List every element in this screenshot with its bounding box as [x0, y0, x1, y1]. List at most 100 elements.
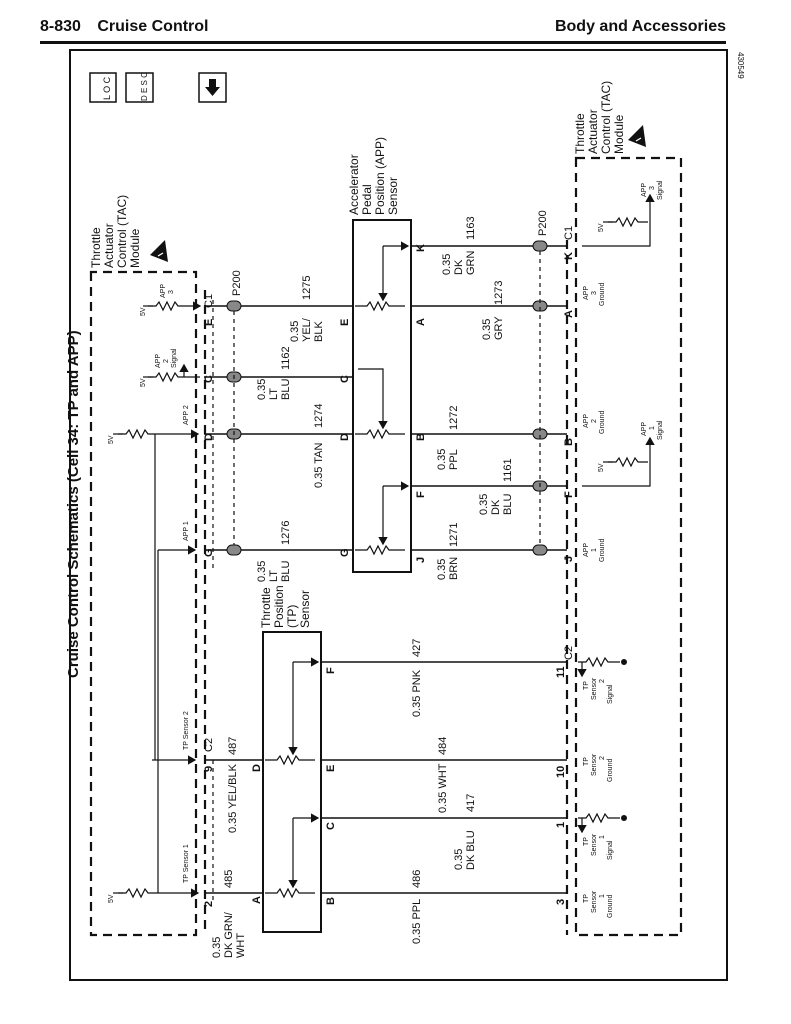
circuit-number: 485 [223, 870, 235, 888]
wire-gauge: 0.35 [436, 449, 448, 470]
internal-label: 3 [591, 291, 598, 295]
internal-label: Ground [599, 539, 606, 562]
internal-label: Sensor [591, 890, 598, 913]
wire-color: BRN [448, 557, 460, 580]
p200-splices-left: P200 [226, 270, 243, 556]
p200-splice [532, 240, 548, 252]
pin-label: B [563, 438, 575, 446]
diagram-title: Cruise Control Schematics (Cell 34: TP a… [65, 330, 82, 678]
p200-splices-right: P200 [532, 210, 549, 556]
internal-label: 2 [591, 419, 598, 423]
wire-color: BLU [502, 494, 514, 515]
app-pot-2 [355, 368, 405, 440]
tp-sensor-label: Throttle Position (TP) Sensor [259, 585, 312, 628]
pin-label: E [203, 319, 215, 326]
app-sensor-label-line: Sensor [386, 177, 400, 215]
wire-color: LT [268, 388, 280, 400]
wire-gauge: 0.35 [481, 319, 493, 340]
pin-label: B [415, 433, 427, 441]
internal-label: 2 [599, 756, 606, 760]
tac-left-label-line: Control (TAC) [115, 195, 129, 268]
wire-gauge: 0.35 [256, 379, 268, 400]
wire-color: GRY [493, 316, 505, 340]
pin-label: D [251, 764, 263, 772]
connector-c2-right: C2 [563, 646, 575, 660]
internal-label: APP [641, 183, 648, 197]
internal-label: Signal [171, 348, 178, 368]
wire-color: PPL [448, 449, 460, 470]
connector-c2-left: C2 [203, 738, 215, 752]
wire-gauge: 0.35 [478, 494, 490, 515]
supply-5v-label: 5V [108, 435, 115, 444]
pin-label: C [203, 375, 215, 383]
pin-label: F [563, 491, 575, 498]
supply-5v-label: 5V [598, 463, 605, 472]
wire-label: 0.35 YEL/BLK [227, 763, 239, 833]
header-rule [40, 41, 726, 44]
pin-label: F [325, 667, 337, 674]
wire-color: DK GRN/ [223, 911, 235, 958]
pin-labels: E C D G 9 2 E C D G K A B F J K A B F J … [203, 244, 575, 907]
circuit-number: 1161 [502, 458, 514, 482]
internal-label: Sensor [591, 753, 598, 776]
tac-module-right-label: Throttle Actuator Control (TAC) Module [573, 81, 626, 154]
wire-color: YEL/ [301, 317, 313, 342]
circuit-number: 1274 [313, 404, 325, 428]
page-number: 8-830 [40, 18, 81, 35]
tac-module-right-outline [574, 156, 683, 937]
wire-color: BLK [313, 321, 325, 342]
internal-label: APP [583, 543, 590, 557]
internal-label: TP [583, 894, 590, 903]
wire-label: 0.35 PNK [411, 669, 423, 717]
loc-icon[interactable]: L O C [89, 72, 117, 103]
splice-label-right: P200 [537, 210, 549, 236]
internal-label: Sensor [591, 677, 598, 700]
pin-label: A [415, 318, 427, 326]
wire-gauge: 0.35 [441, 254, 453, 275]
tac-left-label-line: Actuator [102, 223, 116, 268]
tp-sensor-label-line: Position [272, 585, 286, 628]
pin-label: G [203, 548, 215, 557]
right-internal-tp1-signal: TP Sensor 1 Signal [577, 812, 627, 860]
internal-label: Sensor [591, 833, 598, 856]
internal-label: TP [583, 681, 590, 690]
app-sensor-box [352, 219, 412, 573]
loc-icon-label: L O C [102, 76, 112, 100]
wire-labels-tp: 0.35 YEL/BLK 487 0.35 DK GRN/ WHT 485 0.… [211, 639, 477, 958]
tac-left-label-line: Throttle [89, 227, 103, 268]
app-sensor-label-line: Pedal [360, 184, 374, 215]
internal-label: Signal [657, 180, 664, 200]
internal-label: 1 [599, 894, 606, 898]
tp-sensor-box [262, 631, 322, 933]
supply-5v-label: 5V [598, 223, 605, 232]
pin-label: E [325, 765, 337, 772]
down-arrow-icon[interactable] [198, 72, 227, 103]
wire-label: 0.35 PPL [411, 899, 423, 944]
circuit-number: 1163 [465, 216, 477, 240]
right-internal-app3-signal: 5V APP 3 Signal [582, 180, 664, 247]
wire-gauge: 0.35 TAN [313, 442, 325, 488]
pin-label: D [339, 433, 351, 441]
desc-icon[interactable]: D E S C [125, 72, 154, 103]
circuit-number: 487 [227, 737, 239, 755]
tp-sensor-label-line: (TP) [285, 605, 299, 628]
tac-left-label-line: Module [128, 228, 142, 268]
pin-label: B [325, 897, 337, 905]
internal-label: TP Sensor 2 [183, 711, 190, 750]
wire-labels-app-right: 0.35 DK GRN 1163 0.35 GRY 1273 0.35 PPL … [436, 216, 514, 580]
circuit-number: 1276 [280, 521, 292, 545]
wire-gauge: 0.35 [453, 849, 465, 870]
internal-label: TP Sensor 1 [183, 844, 190, 883]
app-sensor-label: Accelerator Pedal Position (APP) Sensor [347, 137, 400, 215]
supply-5v-label: 5V [108, 894, 115, 903]
app-left-wires [204, 305, 353, 551]
app-pot-1 [355, 481, 410, 556]
pin-label: J [415, 557, 427, 563]
tp-pot-1 [265, 813, 320, 899]
wire-label: 0.35 WHT [437, 763, 449, 813]
page-header: 8-830 Cruise Control Body and Accessorie… [40, 18, 726, 42]
pin-label: C [339, 375, 351, 383]
wire-color: DK [490, 499, 502, 515]
pin-label: A [563, 310, 575, 318]
circuit-number: 1272 [448, 406, 460, 430]
